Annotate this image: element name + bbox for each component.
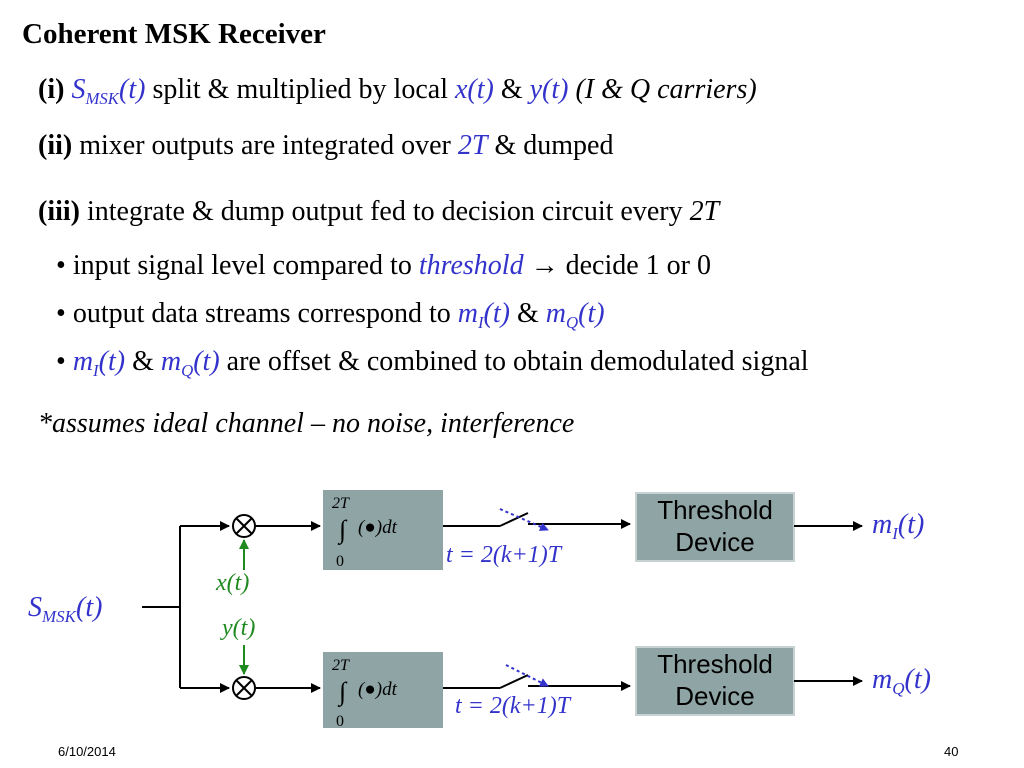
threshold-word: threshold bbox=[418, 250, 524, 281]
switch-top-label: t = 2(k+1)T bbox=[446, 542, 563, 568]
point-ii: (ii) mixer outputs are integrated over 2… bbox=[38, 130, 613, 162]
bullet-dot: • bbox=[56, 250, 66, 281]
switch-bottom-label: t = 2(k+1)T bbox=[455, 693, 572, 719]
threshold-bottom-line1: Threshold bbox=[657, 649, 773, 679]
switch-top-motion-arrow bbox=[499, 508, 549, 531]
amp-text: & bbox=[509, 298, 546, 329]
bullet-streams: • output data streams correspond to mI(t… bbox=[56, 298, 605, 332]
bullet-text: output data streams correspond to bbox=[65, 298, 458, 329]
switch-bottom-blade bbox=[499, 674, 529, 689]
ideal-channel-note: *assumes ideal channel – no noise, inter… bbox=[38, 408, 575, 439]
point-text: mixer outputs are integrated over bbox=[72, 130, 458, 161]
threshold-top-line2: Device bbox=[675, 527, 754, 557]
threshold-device-top bbox=[635, 492, 795, 562]
y-carrier-label: y(t) bbox=[220, 615, 255, 641]
integrator-bottom-label: 2T ∫ (●)dt 0 bbox=[332, 657, 398, 730]
right-arrow-icon: → bbox=[530, 250, 559, 281]
switch-bottom-motion-arrow bbox=[505, 664, 549, 687]
threshold-device-bottom bbox=[635, 646, 795, 716]
svg-text:2T: 2T bbox=[332, 657, 350, 674]
bullet-text: are offset & combined to obtain demodula… bbox=[219, 346, 809, 377]
bullet-text: input signal level compared to bbox=[65, 250, 419, 281]
threshold-bottom-line2: Device bbox=[675, 681, 754, 711]
bullet-dot: • bbox=[56, 298, 66, 329]
point-text: integrate & dump output fed to decision … bbox=[80, 196, 690, 227]
mi-text: mI(t) bbox=[72, 346, 126, 380]
x-carrier-label: x(t) bbox=[215, 570, 249, 596]
output-mi-label: mI(t) bbox=[872, 509, 924, 543]
input-signal-label: SMSK(t) bbox=[28, 592, 102, 626]
mq-text: mQ(t) bbox=[545, 298, 605, 332]
bullet-dot: • bbox=[56, 346, 66, 377]
point-number: (i) bbox=[38, 74, 65, 105]
svg-text:(●)dt: (●)dt bbox=[358, 679, 398, 700]
mixer-bottom-icon bbox=[232, 676, 256, 700]
point-text-end: & dumped bbox=[487, 130, 614, 161]
svg-text:0: 0 bbox=[336, 713, 344, 730]
slide-title: Coherent MSK Receiver bbox=[22, 18, 326, 50]
mi-text: mI(t) bbox=[457, 298, 510, 332]
point-number: (ii) bbox=[38, 130, 73, 161]
page-number: 40 bbox=[944, 744, 959, 759]
integrator-top-label: 2T ∫ (●)dt 0 bbox=[332, 495, 398, 570]
output-mq-label: mQ(t) bbox=[872, 664, 931, 698]
mixer-top-icon bbox=[232, 514, 256, 538]
x-carrier-text: x(t) bbox=[454, 74, 494, 105]
bullet-threshold: • input signal level compared to thresho… bbox=[56, 250, 711, 282]
integrator-top bbox=[323, 490, 443, 570]
svg-text:0: 0 bbox=[336, 553, 344, 570]
y-carrier-text: y(t) bbox=[529, 74, 569, 105]
svg-text:(●)dt: (●)dt bbox=[358, 517, 398, 538]
point-number: (iii) bbox=[38, 196, 80, 227]
signal-smsk: SMSK(t) bbox=[71, 74, 146, 108]
integrator-bottom bbox=[323, 652, 443, 728]
period-2t: 2T bbox=[457, 130, 488, 161]
point-text: split & multiplied by local bbox=[145, 74, 455, 105]
bullet-text-end: decide 1 or 0 bbox=[558, 250, 711, 281]
svg-text:2T: 2T bbox=[332, 495, 350, 512]
amp-text: & bbox=[493, 74, 530, 105]
mq-text: mQ(t) bbox=[160, 346, 220, 380]
point-i: (i) SMSK(t) split & multiplied by local … bbox=[38, 74, 757, 108]
period-2t: 2T bbox=[689, 196, 720, 227]
switch-top-blade bbox=[499, 512, 529, 527]
threshold-top-line1: Threshold bbox=[657, 495, 773, 525]
svg-text:∫: ∫ bbox=[337, 677, 348, 707]
svg-text:∫: ∫ bbox=[337, 515, 348, 545]
iq-note: (I & Q carriers) bbox=[568, 74, 757, 105]
footer-date: 6/10/2014 bbox=[58, 744, 116, 759]
amp-text: & bbox=[125, 346, 161, 377]
bullet-combined: • mI(t) & mQ(t) are offset & combined to… bbox=[56, 346, 809, 380]
point-iii: (iii) integrate & dump output fed to dec… bbox=[38, 196, 719, 228]
